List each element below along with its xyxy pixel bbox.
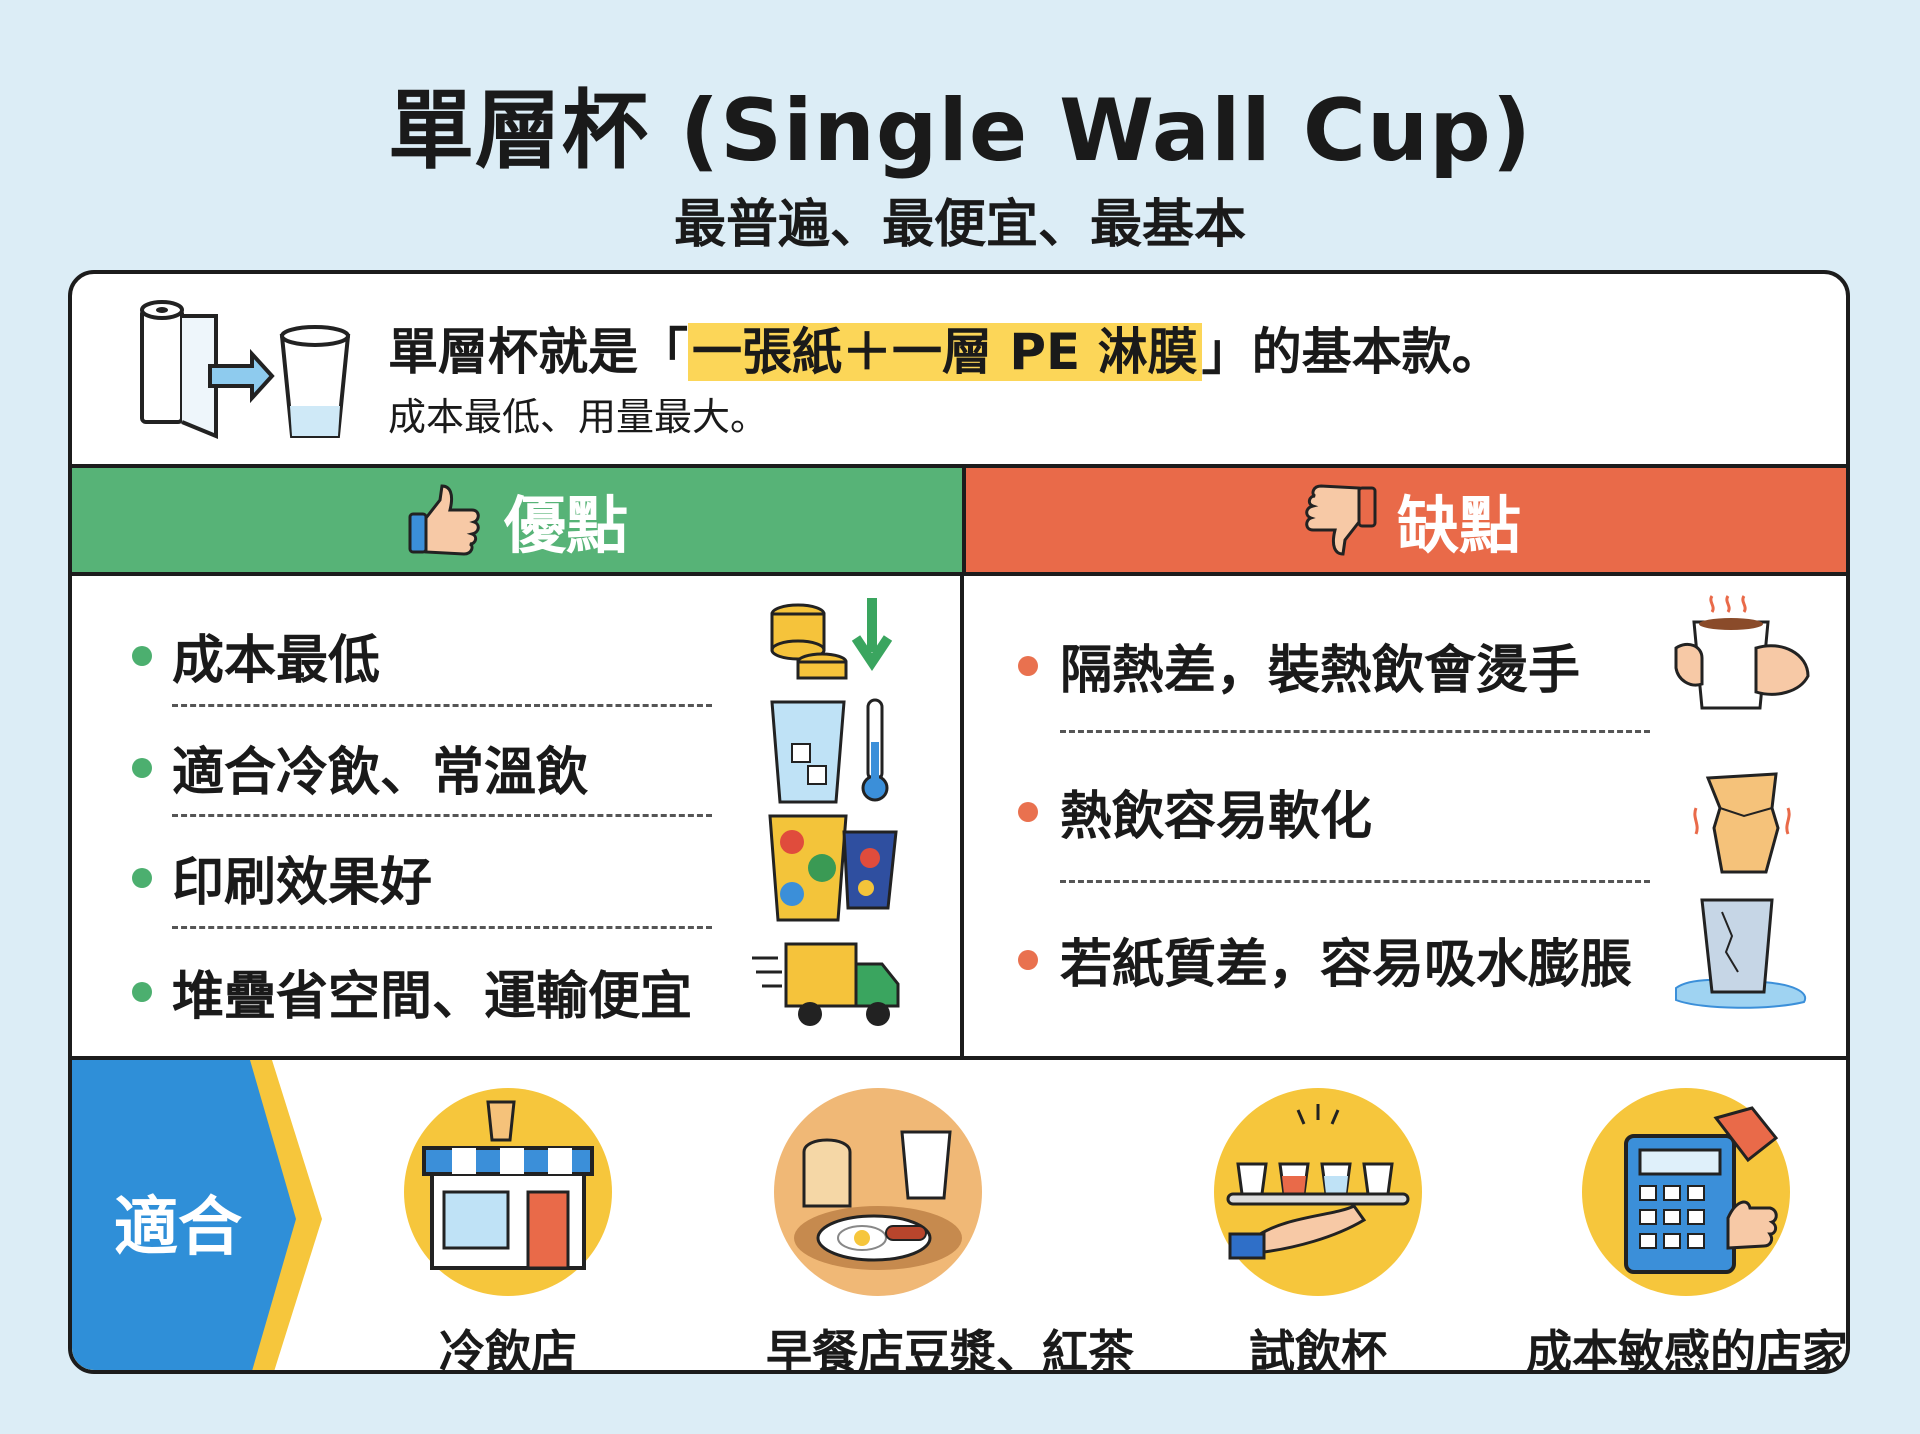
pros-bullet <box>132 868 152 888</box>
intro-definition: 單層杯就是「一張紙＋一層 PE 淋膜」的基本款。 <box>388 312 1502 384</box>
column-divider <box>960 576 964 1056</box>
cons-item-3: 若紙質差，容易吸水膨脹 <box>1060 935 1633 995</box>
cons-bullet <box>1018 656 1038 676</box>
page-subtitle: 最普遍、最便宜、最基本 <box>673 195 1246 255</box>
info-card: 單層杯就是「一張紙＋一層 PE 淋膜」的基本款。 成本最低、用量最大。 優點 缺… <box>68 270 1850 1374</box>
coins-down-icon <box>770 598 893 680</box>
pros-item-3: 印刷效果好 <box>172 853 433 913</box>
venue-label-2: 早餐店豆漿、紅茶 <box>766 1325 1134 1374</box>
drink-shop-icon <box>404 1088 612 1296</box>
printed-cups-icon <box>768 814 898 922</box>
thumbs-down-icon <box>1305 484 1377 556</box>
delivery-truck-icon <box>752 942 900 1026</box>
suitable-label: 適合 <box>114 1191 242 1265</box>
cons-divider <box>1060 730 1650 733</box>
venue-label-4: 成本敏感的店家 <box>1526 1325 1848 1374</box>
intro-main-after: 」的基本款。 <box>1201 323 1502 381</box>
intro-highlight: 一張紙＋一層 PE 淋膜 <box>688 323 1202 381</box>
softened-cup-icon <box>1693 772 1791 874</box>
iced-cup-thermometer-icon <box>770 698 889 804</box>
suitable-tag-arrow <box>72 1060 322 1370</box>
thumbs-up-icon <box>408 484 480 556</box>
cons-header: 缺點 <box>962 464 1846 576</box>
venue-label-1: 冷飲店 <box>439 1325 577 1374</box>
paper-roll-to-cup-icon <box>140 300 351 439</box>
venue-label-3: 試飲杯 <box>1249 1325 1387 1374</box>
cons-item-1: 隔熱差，裝熱飲會燙手 <box>1060 641 1581 701</box>
suitable-section: 適合 冷飲店 早餐店豆漿、紅茶 <box>72 1056 1846 1374</box>
pros-divider <box>172 814 712 817</box>
intro-section: 單層杯就是「一張紙＋一層 PE 淋膜」的基本款。 成本最低、用量最大。 <box>72 274 1846 464</box>
intro-main-before: 單層杯就是「 <box>388 323 688 381</box>
cons-bullet <box>1018 950 1038 970</box>
cons-divider <box>1060 880 1650 883</box>
hot-cup-hands-icon <box>1674 595 1810 710</box>
pros-bullet <box>132 982 152 1002</box>
page-title: 單層杯 (Single Wall Cup) <box>387 81 1533 181</box>
soggy-cup-icon <box>1675 898 1807 1009</box>
pros-divider <box>172 704 712 707</box>
intro-subtext: 成本最低、用量最大。 <box>388 395 769 439</box>
pros-divider <box>172 926 712 929</box>
pros-item-2: 適合冷飲、常溫飲 <box>172 743 589 803</box>
pros-bullet <box>132 758 152 778</box>
pros-bullet <box>132 646 152 666</box>
sample-tray-icon <box>1214 1088 1422 1296</box>
pros-header-label: 優點 <box>503 489 628 562</box>
pros-header: 優點 <box>72 464 962 576</box>
cons-item-2: 熱飲容易軟化 <box>1060 787 1373 847</box>
calculator-price-icon <box>1582 1088 1790 1296</box>
pros-item-4: 堆疊省空間、運輸便宜 <box>172 967 693 1027</box>
cons-header-label: 缺點 <box>1396 489 1521 562</box>
cons-bullet <box>1018 802 1038 822</box>
breakfast-icon <box>774 1088 982 1296</box>
pros-item-1: 成本最低 <box>172 631 381 691</box>
